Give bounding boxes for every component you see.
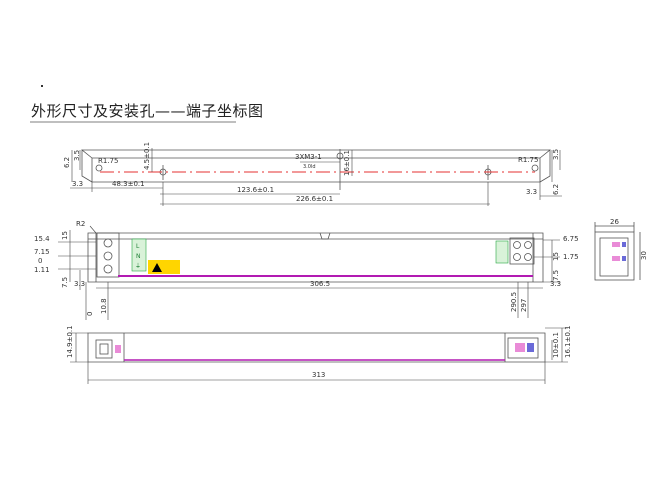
dim-0-bottom: 0	[86, 312, 94, 316]
side-connector-a	[612, 242, 620, 247]
dim-14-9: 14.9±0.1	[66, 325, 74, 358]
dim-15-right: 15	[552, 252, 560, 261]
front-view	[87, 232, 544, 283]
bottom-view-dimensions	[70, 327, 568, 384]
warning-triangle-icon	[152, 263, 162, 272]
dim-3-3-front-right: 3.3	[550, 280, 561, 288]
dim-15-4: 15.4	[34, 235, 50, 243]
dim-16-1: 16.1±0.1	[564, 325, 572, 358]
dim-3-3-left: 3.3	[72, 180, 83, 188]
dim-1-75: 1.75	[563, 253, 579, 261]
dim-6-75: 6.75	[563, 235, 579, 243]
dim-10: 10±0.1	[552, 332, 560, 358]
top-view	[81, 149, 551, 190]
dim-r1-75-right: R1.75	[518, 156, 538, 164]
dim-3-5-right: 3.5	[552, 149, 560, 160]
bottom-view	[87, 332, 546, 363]
side-view	[594, 222, 641, 281]
marker-dot	[41, 85, 43, 87]
terminal-label-l: L	[136, 243, 140, 250]
dim-r1-75-left: R1.75	[98, 157, 118, 165]
dim-hole-label: 3XM3-1	[295, 153, 322, 161]
side-connector-d	[622, 256, 626, 261]
dim-290-5: 290.5	[510, 292, 518, 312]
terminal-label-n: N	[136, 253, 141, 260]
dim-226-6: 226.6±0.1	[296, 195, 333, 203]
dim-4-5: 4.5±0.1	[143, 142, 151, 170]
dim-16: 16±0.1	[343, 150, 351, 176]
dim-15-left: 15	[61, 231, 69, 240]
dim-hole-sub: 3.0ld	[303, 164, 316, 170]
dim-6-2-left: 6.2	[63, 157, 71, 168]
dim-1-11: 1.11	[34, 266, 50, 274]
dim-7-5-right: 7.5	[552, 270, 560, 281]
dim-7-15: 7.15	[34, 248, 50, 256]
dim-3-3-right: 3.3	[526, 188, 537, 196]
side-connector-b	[612, 256, 620, 261]
side-connector-c	[622, 242, 626, 247]
dim-10-8: 10.8	[100, 298, 108, 314]
dim-7-5-left: 7.5	[61, 277, 69, 288]
dim-r2: R2	[76, 220, 85, 228]
dim-313: 313	[312, 371, 325, 379]
dim-30: 30	[640, 251, 648, 260]
bottom-connector-blue	[527, 343, 534, 352]
drawing-title: 外形尺寸及安装孔——端子坐标图	[31, 102, 264, 120]
top-view-dimensions	[70, 148, 562, 206]
front-view-dimensions	[58, 225, 560, 320]
dim-306-5: 306.5	[310, 280, 330, 288]
dim-26: 26	[610, 218, 619, 226]
dim-48-3: 48.3±0.1	[112, 180, 145, 188]
terminal-label-panel	[131, 238, 147, 272]
dim-123-6: 123.6±0.1	[237, 186, 274, 194]
dim-3-3-front-left: 3.3	[74, 280, 85, 288]
dim-0-left: 0	[38, 257, 42, 265]
dim-3-5-left: 3.5	[73, 150, 81, 161]
dim-297: 297	[520, 299, 528, 312]
terminal-label-ground: ⏚	[135, 263, 141, 270]
right-terminal-green-panel	[495, 240, 509, 264]
dim-6-2-right: 6.2	[552, 184, 560, 195]
bottom-connector-left	[115, 345, 121, 353]
bottom-connector-pink	[515, 343, 525, 352]
